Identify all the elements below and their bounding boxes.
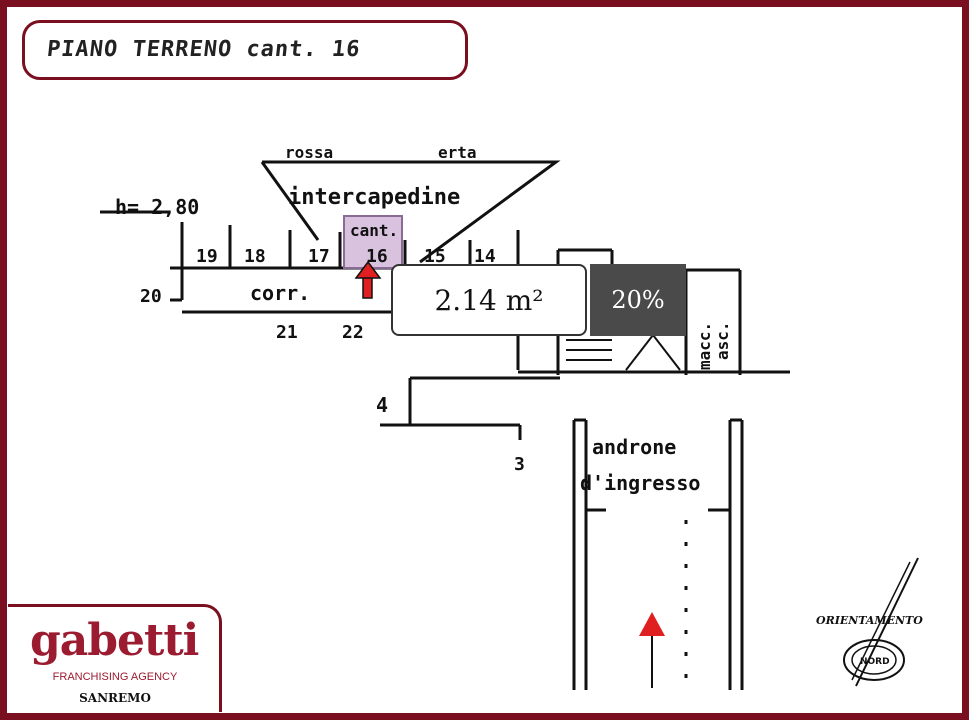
cellar-20-label: 20 xyxy=(140,286,162,307)
floor-title-box: PIANO TERRENO cant. 16 xyxy=(22,20,468,80)
cellar-18-label: 18 xyxy=(244,246,266,267)
cant-number: 16 xyxy=(366,246,388,267)
agency-logo: gabetti FRANCHISING AGENCY SANREMO xyxy=(8,604,222,712)
marker-4-label: 4 xyxy=(376,393,388,417)
cellar-14-label: 14 xyxy=(474,246,496,267)
cellar-15-label: 15 xyxy=(424,246,446,267)
intercapedine-label: intercapedine xyxy=(288,185,460,210)
entrance-arrow xyxy=(639,612,665,688)
nord-label: NORD xyxy=(860,657,890,667)
ingresso-label: d'ingresso xyxy=(580,471,700,495)
cellar-19-label: 19 xyxy=(196,246,218,267)
orientamento-label: ORIENTAMENTO xyxy=(816,614,923,627)
macc-label: macc. xyxy=(695,322,714,370)
road-left-label: rossa xyxy=(285,143,333,162)
marker-3-label: 3 xyxy=(514,454,525,475)
asc-label: asc. xyxy=(713,321,732,360)
road-right-label: erta xyxy=(438,143,477,162)
cellar-16-highlight xyxy=(343,215,403,269)
height-label: h= 2,80 xyxy=(115,195,199,219)
logo-subtitle: FRANCHISING AGENCY xyxy=(52,671,178,683)
area-badge: 2.14 m² xyxy=(391,264,587,336)
intercapedine-outline xyxy=(260,160,561,264)
androne-label: androne xyxy=(592,435,676,459)
logo-wordmark: gabetti xyxy=(30,615,199,666)
corridor-label: corr. xyxy=(250,281,310,305)
cellar-17-label: 17 xyxy=(308,246,330,267)
cellar-21-label: 21 xyxy=(276,322,298,343)
compass: ORIENTAMENTO NORD xyxy=(816,557,923,687)
cellar-22-label: 22 xyxy=(342,322,364,343)
percent-badge: 20% xyxy=(590,264,686,336)
logo-city: SANREMO xyxy=(79,691,151,705)
cant-label: cant. xyxy=(350,221,398,240)
location-arrow xyxy=(354,260,382,299)
